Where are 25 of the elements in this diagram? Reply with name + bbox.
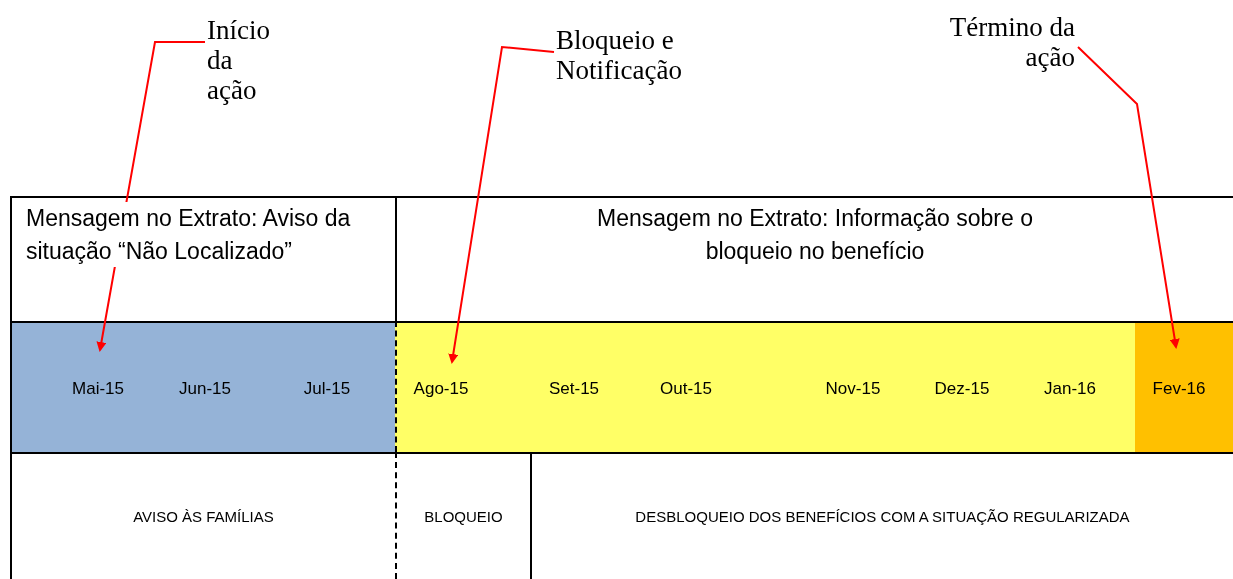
month-label: Jun-15	[179, 379, 231, 399]
leader-arrow	[1077, 46, 1180, 349]
month-label: Nov-15	[825, 379, 881, 399]
leader-arrow	[96, 41, 206, 352]
timeline-band	[10, 321, 395, 452]
callout-text: Bloqueio e Notificação	[556, 25, 716, 85]
month-label: Fev-16	[1152, 379, 1206, 399]
month-label: Dez-15	[934, 379, 990, 399]
callout-text: Término da ação	[945, 12, 1075, 72]
callout-text: Início da ação	[207, 15, 287, 105]
month-label: Jan-16	[1044, 379, 1096, 399]
month-label: Set-15	[548, 379, 600, 399]
table-cell	[395, 452, 530, 579]
header-cell	[395, 196, 1233, 321]
timeline-band	[1135, 321, 1233, 452]
month-label: Ago-15	[413, 379, 469, 399]
timeline-band	[395, 321, 1135, 452]
table-cell	[530, 452, 1233, 579]
month-label: Out-15	[660, 379, 712, 399]
header-cell	[10, 196, 395, 321]
cell-text: DESBLOQUEIO DOS BENEFÍCIOS COM A SITUAÇÃO REGULARIZADA	[635, 506, 1130, 527]
month-label: Jul-15	[303, 379, 351, 399]
month-label: Mai-15	[72, 379, 124, 399]
table-cell	[10, 452, 395, 579]
leader-arrow	[448, 45, 555, 364]
